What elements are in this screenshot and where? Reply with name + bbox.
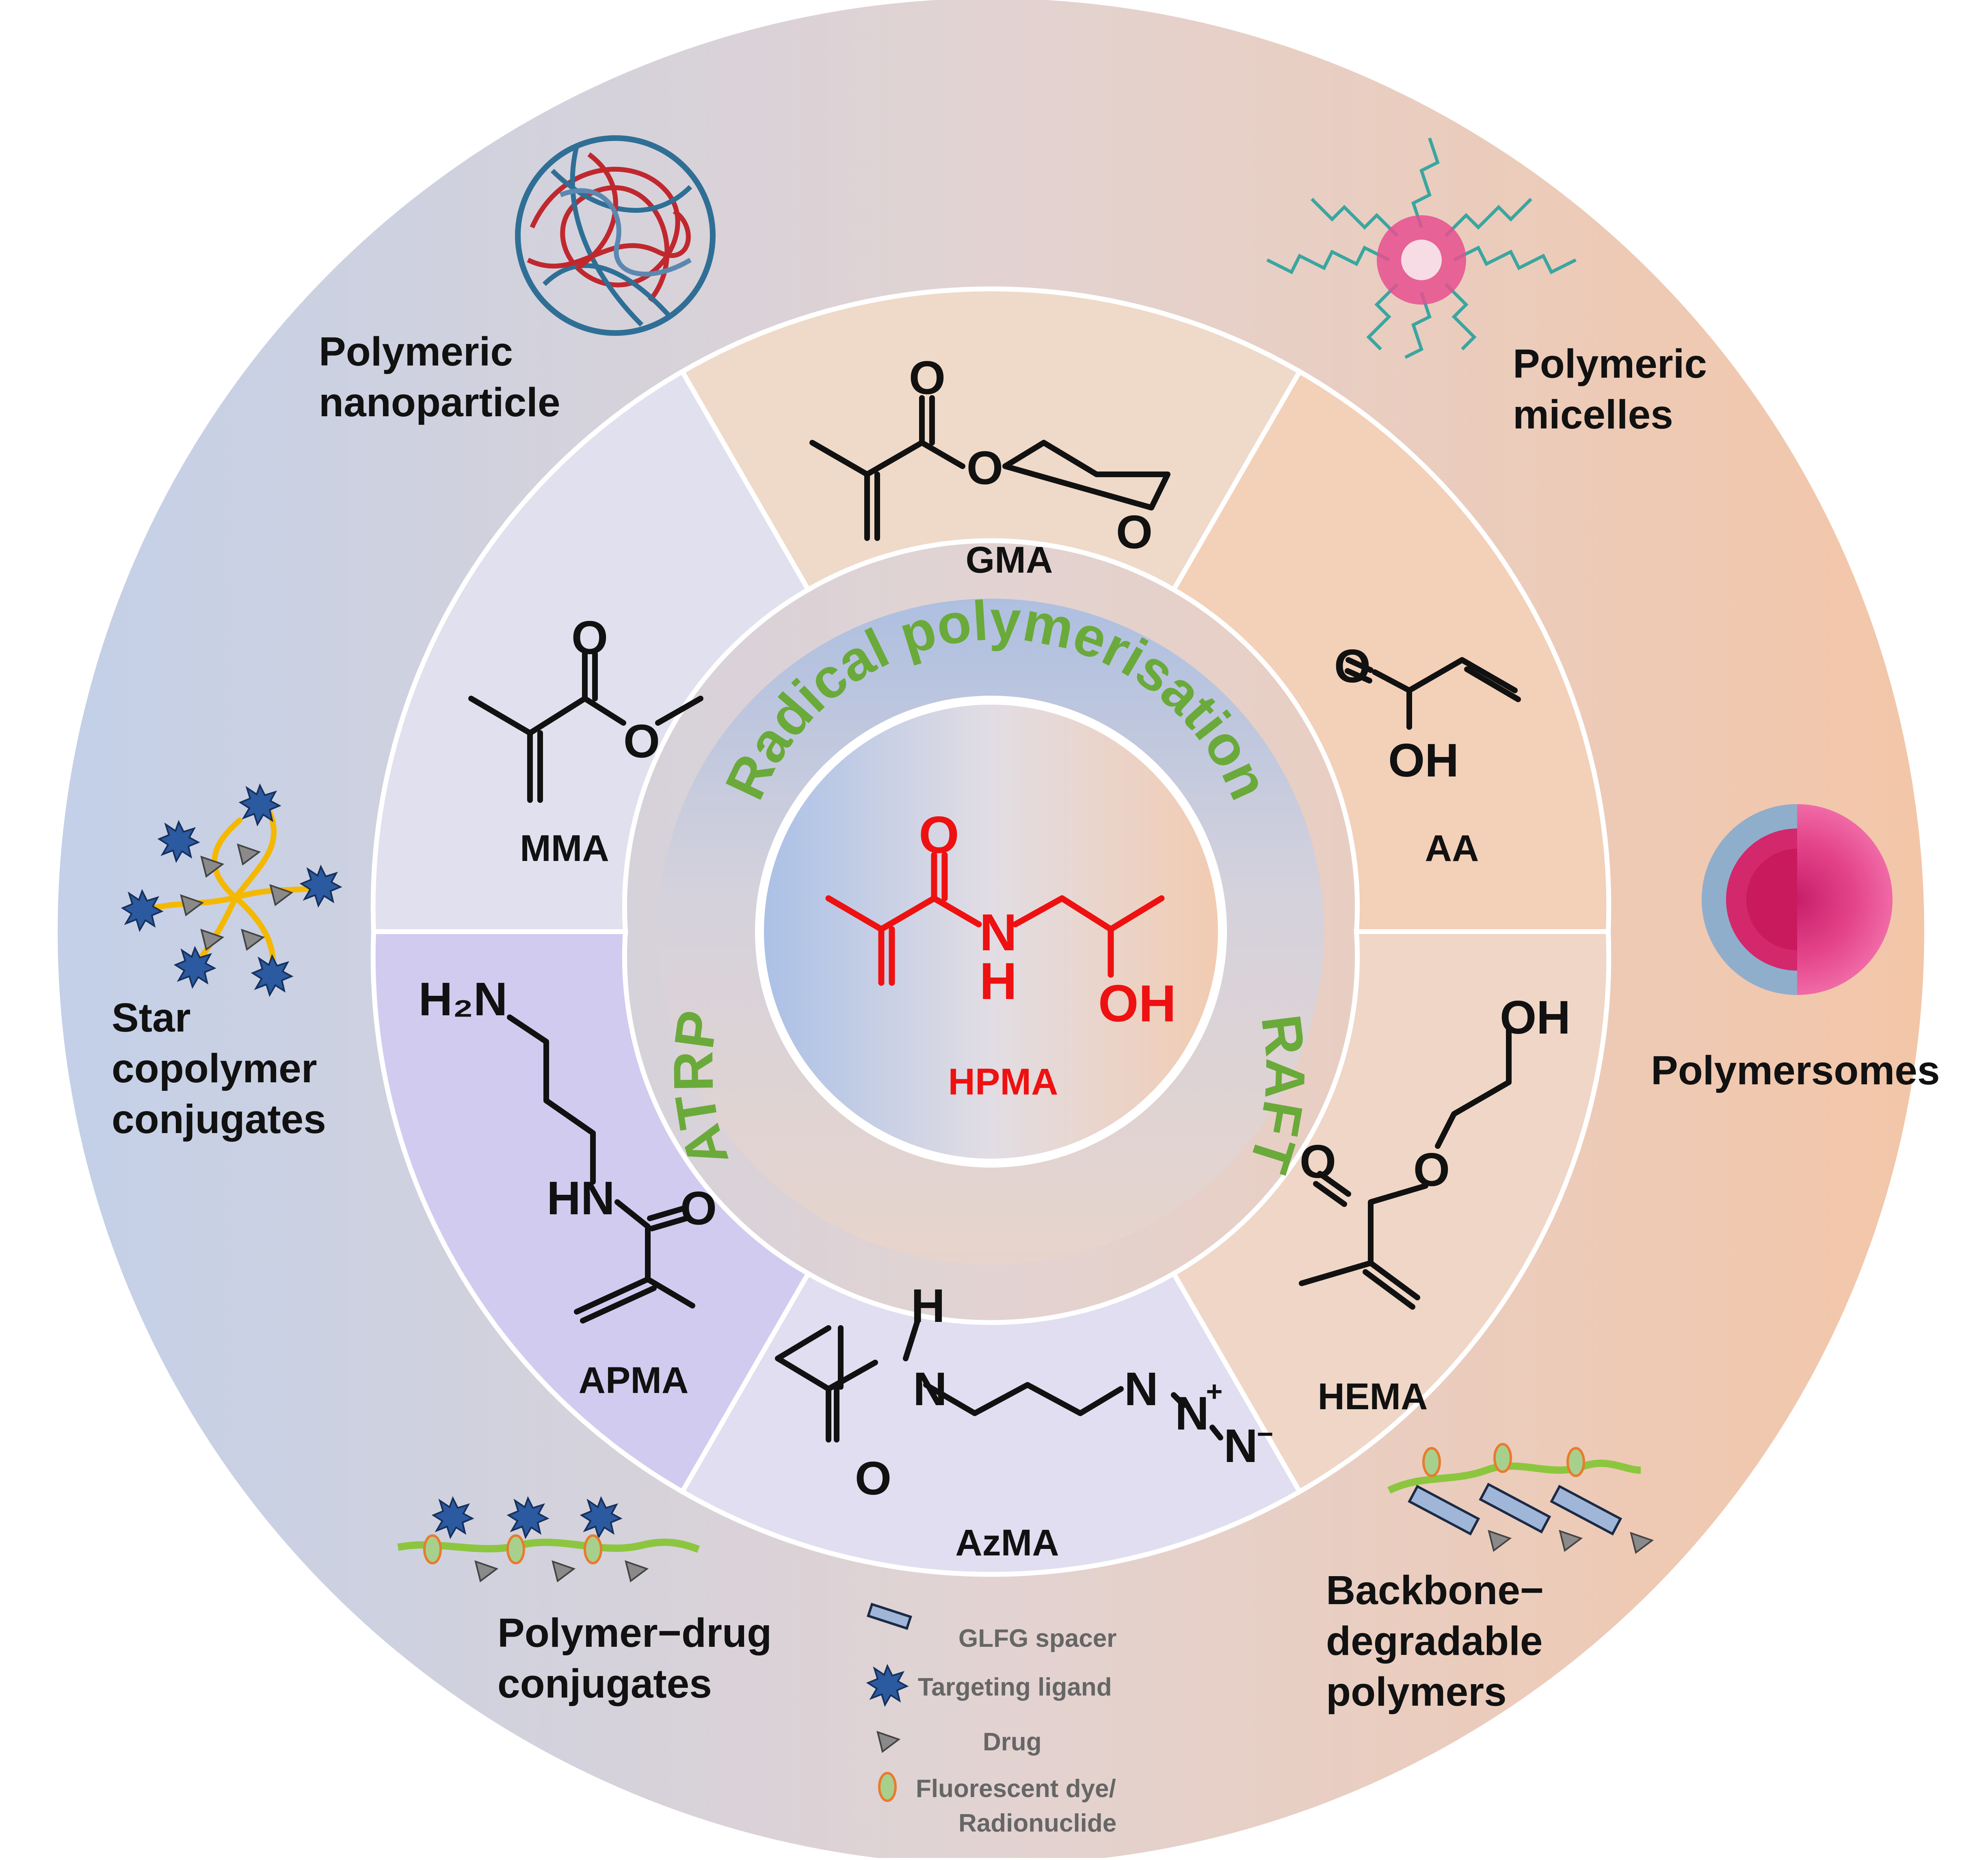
- polymer-drug-conjugate-icon: [397, 1497, 700, 1582]
- gma-label: GMA: [966, 539, 1053, 581]
- svg-text:H: H: [980, 952, 1017, 1010]
- sector-gma: [679, 286, 1303, 593]
- svg-text:N: N: [1124, 1363, 1158, 1415]
- azma-label: AzMA: [955, 1522, 1059, 1564]
- svg-text:N: N: [1224, 1419, 1258, 1472]
- sector-hema: [1170, 929, 1612, 1495]
- micelle-icon: [1266, 137, 1577, 359]
- glfg-spacer-icon: [867, 1603, 912, 1630]
- hema-label: HEMA: [1318, 1376, 1428, 1417]
- mma-structure: O O MMA: [468, 611, 703, 869]
- sector-apma: [370, 929, 812, 1495]
- mma-label: MMA: [520, 828, 609, 869]
- legend-targeting-ligand: Targeting ligand: [918, 1673, 1112, 1701]
- svg-text:O: O: [1116, 506, 1153, 558]
- svg-text:OH: OH: [1500, 991, 1570, 1044]
- sector-aa: [1170, 368, 1612, 934]
- hema-structure: OH O O HEMA: [1299, 991, 1570, 1417]
- apma-structure: H₂N HN O APMA: [418, 973, 717, 1401]
- legend-fluorescent-dye: Fluorescent dye/Radionuclide: [916, 1775, 1116, 1837]
- svg-text:O: O: [571, 611, 608, 664]
- hpma-structure: O N H OH HPMA: [825, 806, 1176, 1103]
- svg-text:N: N: [980, 904, 1017, 962]
- tangled-polymer-sphere-icon: [515, 135, 716, 336]
- svg-text:O: O: [1300, 1135, 1336, 1188]
- svg-text:O: O: [680, 1182, 717, 1235]
- svg-text:O: O: [855, 1452, 891, 1505]
- backbone-degradable-polymer-icon: [1387, 1444, 1653, 1553]
- svg-text:HN: HN: [547, 1172, 615, 1224]
- svg-text:N: N: [913, 1363, 947, 1415]
- legend: GLFG spacer Targeting ligand Drug Fluore…: [867, 1603, 1116, 1837]
- svg-text:H: H: [911, 1279, 945, 1332]
- star-copolymer-icon: [122, 785, 341, 996]
- sector-mma: [370, 368, 812, 934]
- apma-label: APMA: [579, 1360, 689, 1401]
- legend-drug: Drug: [983, 1728, 1042, 1756]
- svg-text:O: O: [1334, 640, 1371, 692]
- gma-structure: O O O GMA: [809, 351, 1170, 581]
- svg-text:−: −: [1257, 1418, 1274, 1450]
- sector-azma: [679, 1270, 1303, 1577]
- svg-text:O: O: [919, 806, 959, 864]
- fluorescent-dye-icon: [879, 1773, 896, 1801]
- monomer-sectors: [370, 286, 1612, 1577]
- legend-glfg-spacer: GLFG spacer: [958, 1624, 1116, 1652]
- svg-text:O: O: [967, 441, 1003, 494]
- polymersome-icon: [1702, 804, 1893, 995]
- aa-structure: O OH AA: [1334, 640, 1521, 869]
- svg-text:+: +: [1206, 1376, 1223, 1407]
- svg-text:OH: OH: [1388, 734, 1459, 787]
- hpma-core: [755, 696, 1227, 1168]
- svg-text:N: N: [1175, 1387, 1209, 1440]
- aa-label: AA: [1425, 828, 1479, 869]
- svg-text:H₂N: H₂N: [418, 973, 507, 1025]
- svg-text:O: O: [1413, 1143, 1450, 1196]
- label-polymersomes: Polymersomes: [1651, 1048, 1940, 1093]
- hpma-label: HPMA: [948, 1061, 1058, 1103]
- svg-text:O: O: [909, 351, 945, 404]
- svg-text:OH: OH: [1098, 975, 1176, 1033]
- azma-structure: H N O N N N + − AzMA: [775, 1279, 1274, 1564]
- svg-text:O: O: [623, 715, 660, 768]
